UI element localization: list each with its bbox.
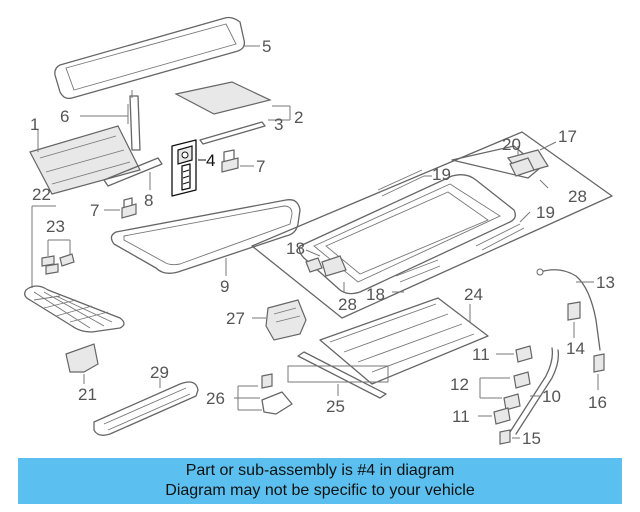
callout-10: 10 <box>542 387 561 406</box>
callout-5: 5 <box>262 37 271 56</box>
callout-12: 12 <box>450 375 469 394</box>
part-5-glass-panel <box>54 16 260 100</box>
callout-24: 24 <box>464 285 483 304</box>
part-14-clip <box>567 301 581 338</box>
callout-14: 14 <box>566 339 585 358</box>
callout-11-bottom: 11 <box>452 407 470 426</box>
part-11-clip-bottom <box>478 407 511 425</box>
part-12-clips <box>479 371 531 411</box>
callout-17: 17 <box>558 127 577 146</box>
part-21-bracket <box>65 343 99 384</box>
banner-line-2: Diagram may not be specific to your vehi… <box>165 482 475 499</box>
callout-9: 9 <box>220 277 229 296</box>
part-22-deflector <box>24 285 125 333</box>
callout-8: 8 <box>144 191 153 210</box>
part-24-sunshade-assembly <box>319 297 489 385</box>
callout-28-bottom: 28 <box>338 295 357 314</box>
callout-16: 16 <box>588 393 607 412</box>
part-10-hose <box>509 347 560 435</box>
part-27-module <box>252 299 307 341</box>
callout-27: 27 <box>226 309 245 328</box>
callout-25: 25 <box>326 397 345 416</box>
part-3-strip <box>199 121 266 145</box>
callout-18-bottom: 18 <box>366 285 385 304</box>
callout-19-right: 19 <box>536 203 555 222</box>
part-15-clip <box>499 429 520 445</box>
callout-6: 6 <box>60 107 69 126</box>
part-7-bolt-left <box>104 197 137 219</box>
callout-29: 29 <box>150 363 169 382</box>
part-17-frame-assembly <box>251 131 613 319</box>
part-7-bolt-right <box>221 149 254 173</box>
part-23-clips <box>31 205 75 288</box>
callout-3: 3 <box>274 115 283 134</box>
part-13-drain-hose <box>536 268 601 351</box>
part-8-rail <box>103 157 163 190</box>
callout-18-left: 18 <box>286 239 305 258</box>
callout-26: 26 <box>206 389 225 408</box>
callout-1: 1 <box>30 115 39 134</box>
part-29-trim <box>93 378 199 436</box>
callout-7-left: 7 <box>90 201 99 220</box>
callout-21: 21 <box>78 385 97 404</box>
part-1-sunshade <box>29 125 141 195</box>
callout-19-top: 19 <box>432 165 451 184</box>
callout-23: 23 <box>46 217 65 236</box>
callout-11-top: 11 <box>472 345 490 364</box>
part-4-bracket-assembly <box>171 139 206 197</box>
part-2-panel <box>174 81 291 121</box>
callout-28-right: 28 <box>568 187 587 206</box>
callout-13: 13 <box>596 273 615 292</box>
callout-2: 2 <box>294 108 303 127</box>
part-25-sunshade-bar <box>287 351 389 399</box>
parts-diagram: 5 2 3 6 1 8 4 <box>24 16 615 448</box>
callout-7-right: 7 <box>256 157 265 176</box>
callout-20: 20 <box>502 135 521 154</box>
callout-4: 4 <box>206 151 215 170</box>
info-banner: Part or sub-assembly is #4 in diagram Di… <box>18 458 622 504</box>
part-11-clip-top <box>496 345 533 363</box>
banner-line-1: Part or sub-assembly is #4 in diagram <box>185 462 455 479</box>
callout-22: 22 <box>32 185 51 204</box>
part-6-rod <box>80 90 141 151</box>
part-16-grommet <box>593 353 605 390</box>
part-26-clip <box>234 373 293 415</box>
part-9-seal <box>110 199 301 276</box>
callout-15: 15 <box>522 429 541 448</box>
